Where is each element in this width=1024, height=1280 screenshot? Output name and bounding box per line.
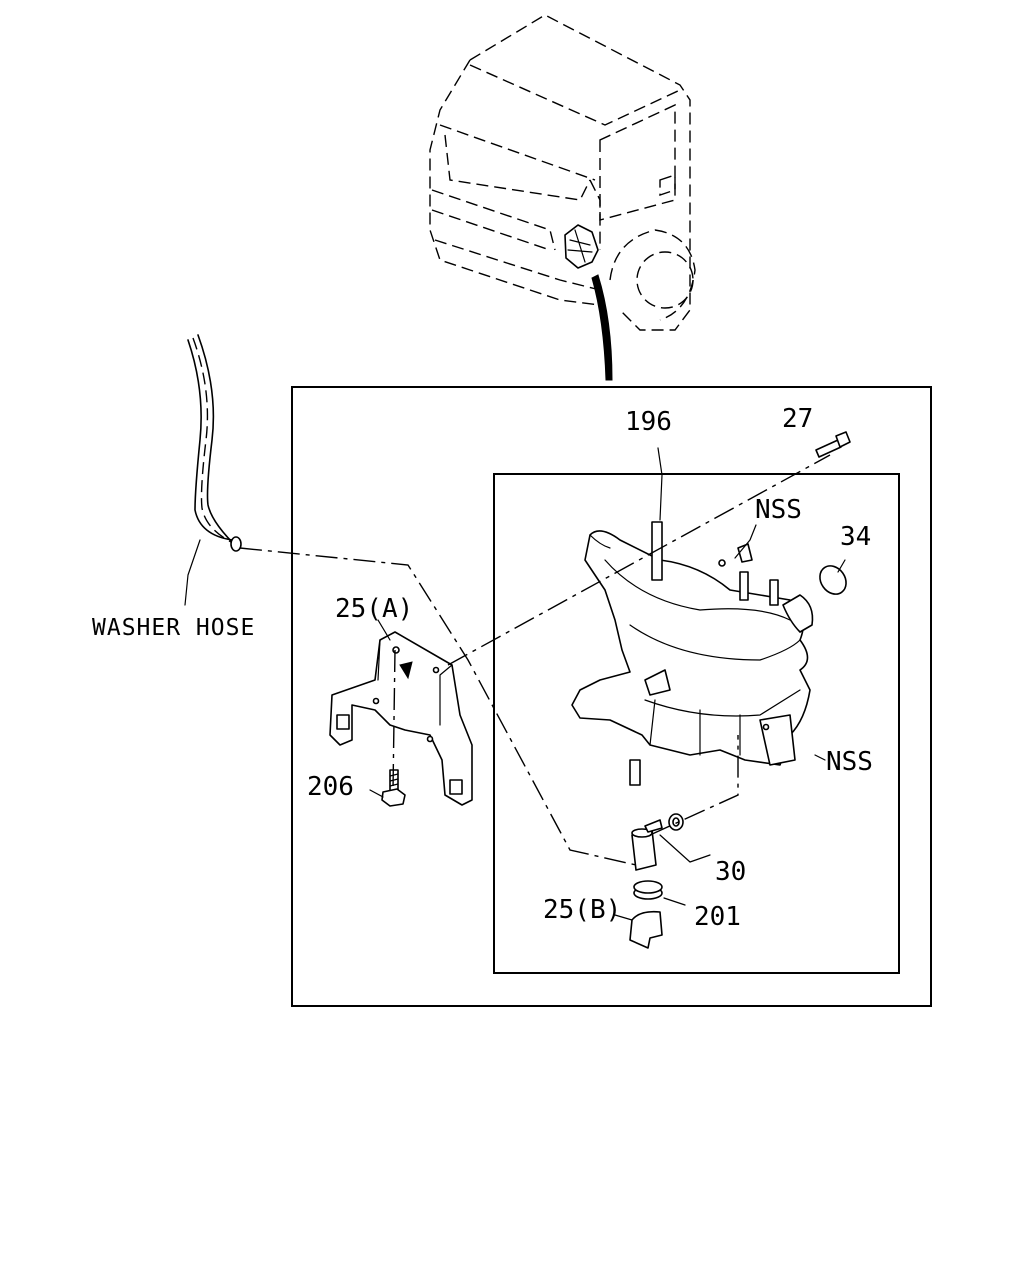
callout-34: 34 xyxy=(840,522,871,552)
cap-34 xyxy=(819,565,847,595)
callout-30: 30 xyxy=(715,857,746,887)
grommet-201 xyxy=(633,880,663,900)
bolt-206 xyxy=(381,769,406,807)
inner-tank-frame xyxy=(493,473,900,974)
bracket-25a xyxy=(329,631,473,806)
callout-196: 196 xyxy=(625,407,672,437)
washer-tank xyxy=(571,521,814,786)
outer-assembly-frame xyxy=(291,386,932,1007)
callout-201: 201 xyxy=(694,902,741,932)
tank-location-marker xyxy=(564,224,613,381)
callout-nss-lower: NSS xyxy=(826,747,873,777)
truck-cab-illustration xyxy=(429,14,696,331)
bracket-25b xyxy=(629,910,663,949)
callout-206: 206 xyxy=(307,772,354,802)
washer-pump-30 xyxy=(631,813,684,871)
washer-hose xyxy=(184,334,242,606)
washer-hose-label: WASHER HOSE xyxy=(92,615,255,641)
nss-clip xyxy=(718,543,753,567)
callout-25b: 25(B) xyxy=(543,895,621,925)
callout-25a: 25(A) xyxy=(335,594,413,624)
callout-nss-upper: NSS xyxy=(755,495,802,525)
leader-lines xyxy=(239,447,846,921)
callout-27: 27 xyxy=(782,404,813,434)
bolt-27 xyxy=(815,431,851,458)
